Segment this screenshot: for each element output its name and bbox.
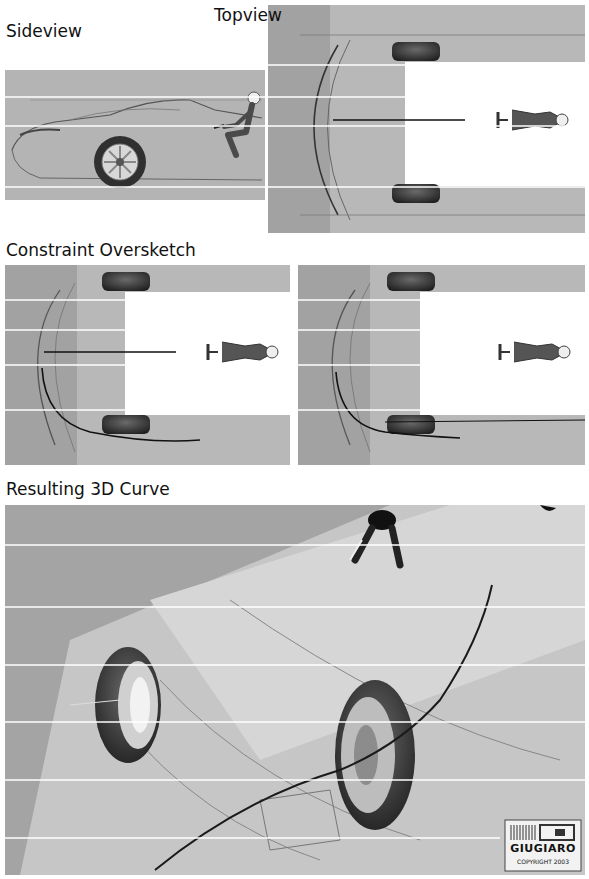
view-title: Sideview (6, 22, 82, 41)
3d-view-panel (5, 505, 585, 875)
person-topview (500, 342, 570, 362)
person-topview (208, 342, 278, 362)
view-title: Resulting 3D Curve (6, 480, 170, 499)
view-title: Constraint Oversketch (6, 241, 196, 260)
person-topview (498, 110, 568, 130)
scan-lines (5, 65, 585, 838)
logo (505, 820, 581, 871)
logo-text: GIUGIARO (510, 843, 576, 855)
sideview-panel (5, 70, 265, 200)
person-3d (350, 505, 556, 565)
view-title: Topview (214, 6, 282, 25)
wheel-3d (335, 680, 415, 830)
topview-panel (268, 5, 585, 233)
copyright-note: COPYRIGHT 2003 (517, 859, 569, 866)
